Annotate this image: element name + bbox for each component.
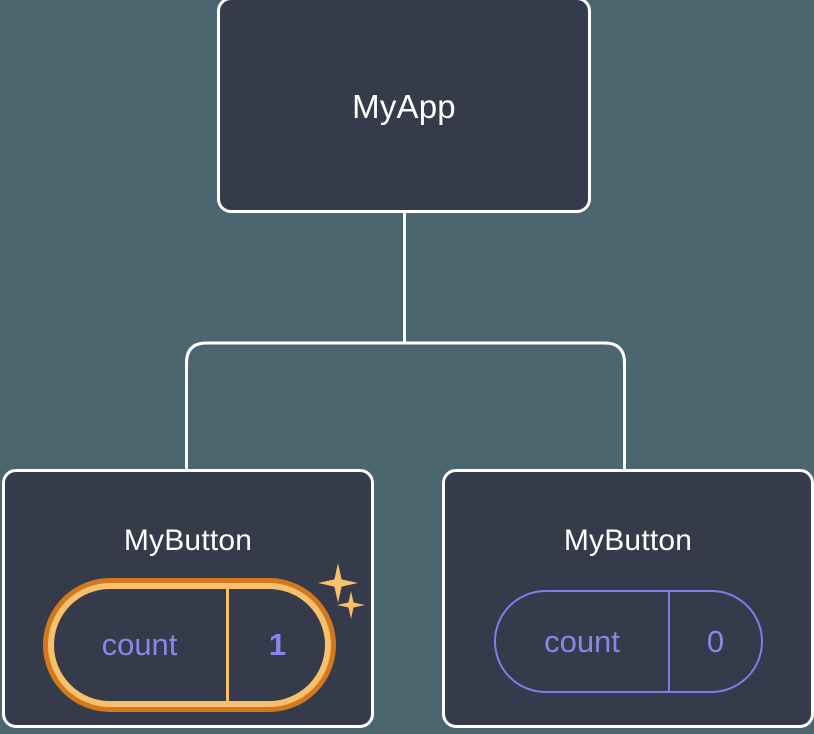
component-node-myapp[interactable]: MyApp [217, 0, 591, 213]
state-key-label: count [53, 588, 229, 702]
state-pill-content: count 1 [53, 588, 326, 702]
component-node-mybutton-left[interactable]: MyButton count 1 [2, 469, 374, 728]
state-value-label: 0 [706, 623, 725, 659]
state-pill-highlighted[interactable]: count 1 [43, 578, 336, 712]
component-node-title: MyButton [563, 524, 693, 557]
state-pill-outer-ring [43, 578, 336, 712]
state-value-label: 1 [268, 627, 287, 662]
connector-child-bus [185, 341, 626, 470]
component-node-mybutton-right[interactable]: MyButton count 0 [442, 469, 814, 728]
component-node-title: MyApp [352, 88, 456, 125]
state-pill-idle[interactable]: count 0 [494, 590, 763, 693]
state-key-label: count [496, 592, 670, 691]
state-pill-inner-ring [48, 583, 331, 707]
component-node-title: MyButton [123, 524, 253, 557]
